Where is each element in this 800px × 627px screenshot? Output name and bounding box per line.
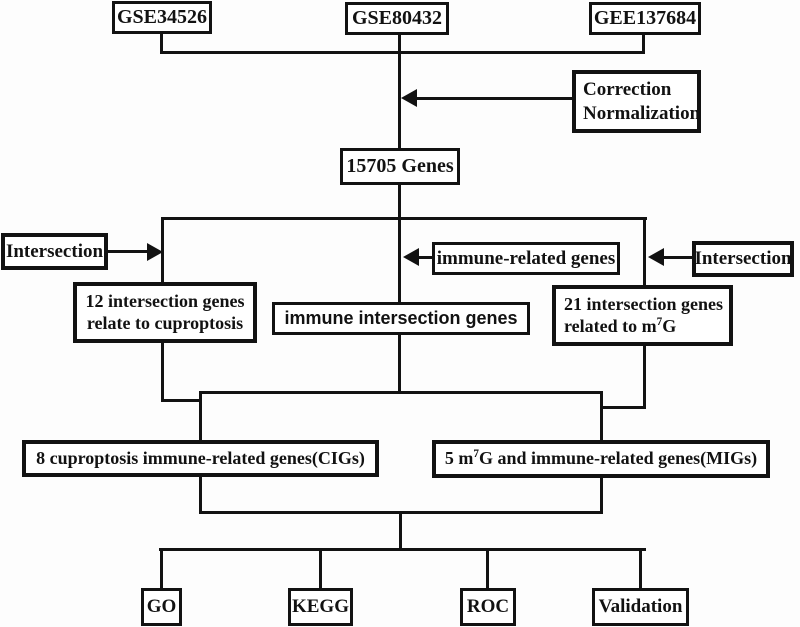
connector-split-bar <box>161 217 647 220</box>
superscript-7: 7 <box>656 315 663 328</box>
connector-migs-feed <box>600 391 603 440</box>
node-label: GSE80432 <box>351 7 443 30</box>
connector-migs-drop <box>600 476 603 513</box>
connector-cigs-drop <box>199 475 202 513</box>
connector-kegg-drop <box>319 548 322 588</box>
node-label-line2: Normalization <box>583 102 701 124</box>
node-immune-related-genes: immune-related genes <box>432 242 620 275</box>
connector-center-spine-top <box>398 35 401 150</box>
node-gse34526: GSE34526 <box>112 1 212 34</box>
connector-go-drop <box>160 548 163 588</box>
node-go: GO <box>141 588 182 626</box>
connector-left-intersection-shaft <box>108 250 148 253</box>
connector-center-spine-mid <box>398 184 401 393</box>
connector-gee137684-drop <box>642 35 645 54</box>
node-label: GSE34526 <box>116 6 208 29</box>
connector-immune-related-shaft <box>414 256 432 259</box>
node-migs: 5 m7G and immune-related genes(MIGs) <box>432 440 770 478</box>
node-label-line1: 12 intersection genes <box>85 290 245 311</box>
node-label: GO <box>146 596 177 618</box>
node-label: GEE137684 <box>593 7 697 30</box>
node-label-line1: 21 intersection genes <box>564 293 723 314</box>
connector-top-bus <box>160 51 645 54</box>
node-intersection-left: Intersection <box>1 233 108 270</box>
node-label: Validation <box>598 596 683 618</box>
connector-correction-shaft <box>412 97 572 100</box>
connector-left-jog <box>161 399 202 402</box>
node-label: 15705 Genes <box>346 155 454 178</box>
node-immune-intersection-genes: immune intersection genes <box>272 302 530 335</box>
node-label: Intersection <box>694 248 792 270</box>
node-label: 8 cuproptosis immune-related genes(CIGs) <box>36 447 365 468</box>
right-intersection-arrowhead-icon <box>648 248 664 266</box>
correction-arrowhead-icon <box>401 89 417 107</box>
connector-analysis-bus <box>159 548 646 551</box>
node-gee137684: GEE137684 <box>589 2 701 35</box>
node-label: immune intersection genes <box>284 307 518 328</box>
node-intersection-right: Intersection <box>692 241 794 277</box>
node-kegg: KEGG <box>288 588 353 626</box>
left-intersection-arrowhead-icon <box>147 243 163 261</box>
node-label: immune-related genes <box>436 247 616 269</box>
connector-cross-bar <box>199 391 603 394</box>
superscript-7: 7 <box>473 448 479 461</box>
node-label-line2: relate to cuproptosis <box>86 312 244 333</box>
node-label-line2: related to m7G <box>564 315 677 336</box>
node-label: KEGG <box>291 596 349 618</box>
connector-merge-drop <box>399 511 402 550</box>
node-label-line1: Correction <box>583 79 672 101</box>
connector-validation-drop <box>639 548 642 588</box>
connector-roc-drop <box>486 548 489 588</box>
node-roc: ROC <box>460 588 516 626</box>
node-m7g-intersection: 21 intersection genes related to m7G <box>552 285 733 346</box>
connector-right-intersection-shaft <box>660 256 692 259</box>
connector-gse34526-drop <box>160 33 163 54</box>
node-label: Intersection <box>5 240 104 262</box>
node-gse80432: GSE80432 <box>345 2 449 35</box>
node-label: ROC <box>466 596 510 618</box>
connector-right-jog <box>601 406 646 409</box>
node-validation: Validation <box>592 588 689 626</box>
node-label: 5 m7G and immune-related genes(MIGs) <box>444 448 758 469</box>
node-correction-normalization: Correction Normalization <box>572 70 701 133</box>
node-cuproptosis-intersection: 12 intersection genes relate to cupropto… <box>73 282 257 343</box>
node-cigs: 8 cuproptosis immune-related genes(CIGs) <box>22 440 379 477</box>
connector-cigs-feed <box>199 391 202 440</box>
node-15705-genes: 15705 Genes <box>340 148 460 185</box>
immune-related-arrowhead-icon <box>403 248 419 266</box>
